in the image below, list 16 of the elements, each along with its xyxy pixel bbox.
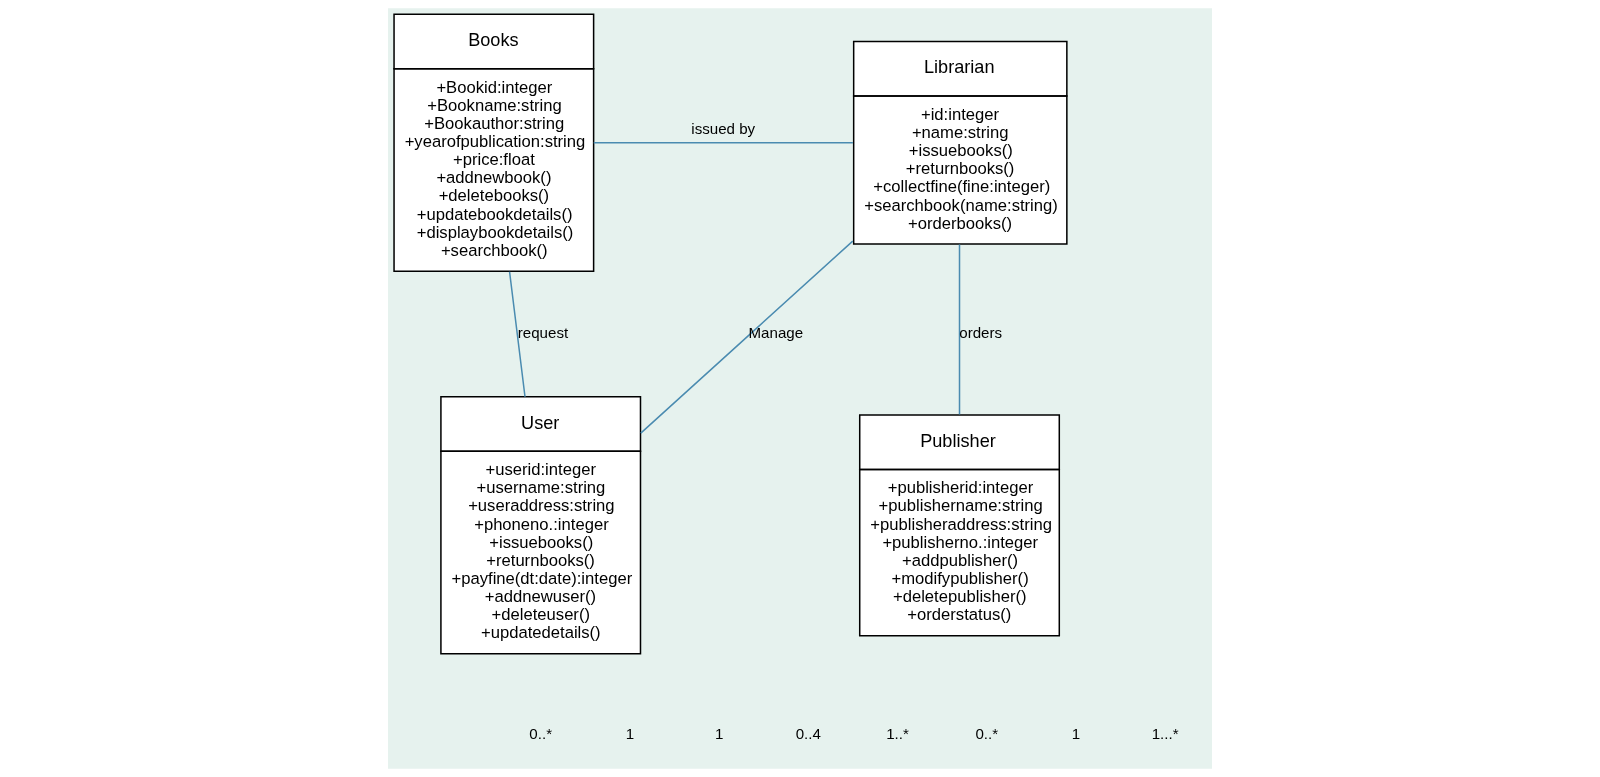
- edge-label: request: [517, 323, 569, 341]
- label: 1..*: [886, 725, 909, 743]
- edge-label: Manage: [748, 323, 804, 341]
- edge-label: issued by: [691, 119, 756, 137]
- edge-label: orders: [959, 323, 1003, 341]
- label: 1: [714, 725, 724, 743]
- label: 1: [1071, 725, 1081, 743]
- label: 1: [625, 725, 635, 743]
- label: 0..4: [795, 725, 821, 743]
- label: 0..*: [975, 725, 999, 743]
- label: 0..*: [529, 725, 553, 743]
- connector: [508, 271, 526, 398]
- label: 1...*: [1151, 725, 1179, 743]
- connector: [640, 240, 854, 434]
- connector: [592, 142, 854, 144]
- connector: [958, 243, 961, 416]
